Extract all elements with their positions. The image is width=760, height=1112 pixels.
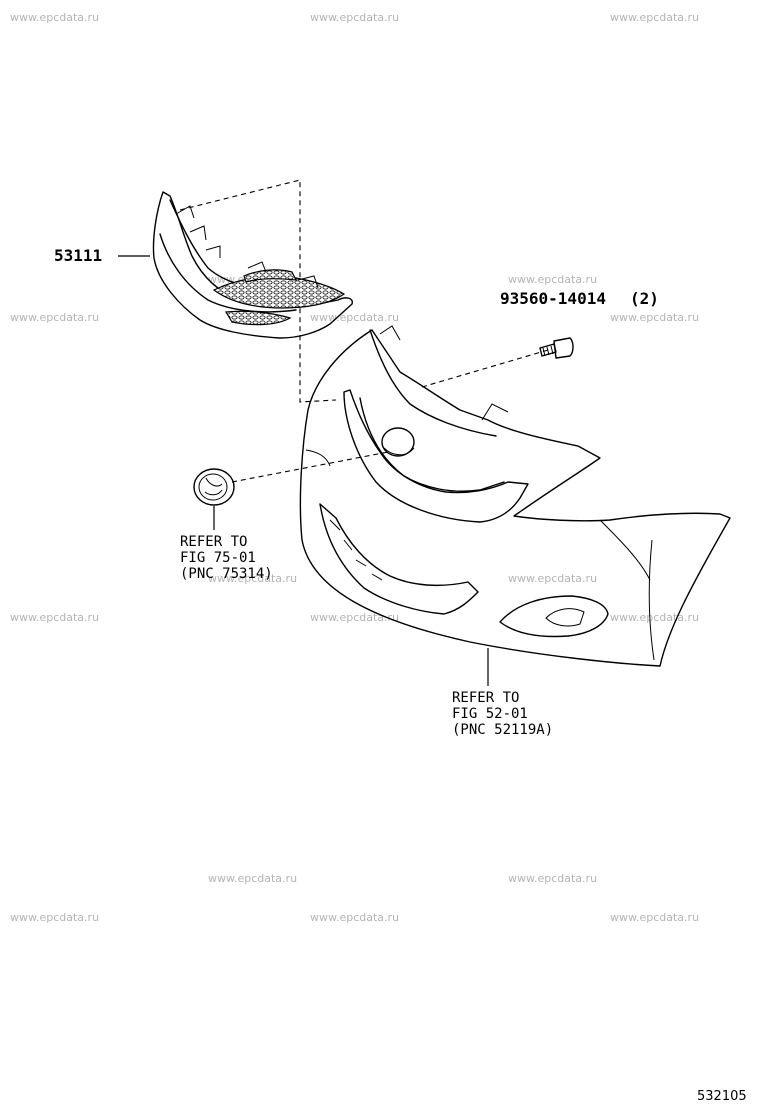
reference-line: (PNC 52119A) [452, 722, 553, 738]
part-number-grille: 53111 [54, 246, 102, 265]
radiator-grille-drawing [152, 191, 353, 339]
watermark-text: www.epcdata.ru [610, 11, 699, 24]
watermark-text: www.epcdata.ru [508, 273, 597, 286]
screw-drawing [539, 337, 574, 359]
leader-lines [118, 255, 489, 686]
watermark-text: www.epcdata.ru [310, 11, 399, 24]
reference-line: FIG 75-01 [180, 550, 256, 566]
watermark-text: www.epcdata.ru [310, 911, 399, 924]
reference-line: REFER TO [180, 534, 247, 550]
figure-number: 532105 [697, 1089, 747, 1104]
watermark-text: www.epcdata.ru [10, 611, 99, 624]
watermark-text: www.epcdata.ru [208, 872, 297, 885]
watermark-text: www.epcdata.ru [310, 611, 399, 624]
emblem-drawing [193, 468, 235, 506]
reference-emblem: REFER TO FIG 75-01 (PNC 75314) [180, 534, 273, 582]
reference-line: FIG 52-01 [452, 706, 528, 722]
watermark-text: www.epcdata.ru [508, 872, 597, 885]
part-number-screw: 93560-14014 [500, 289, 606, 308]
front-bumper-drawing [299, 325, 731, 667]
watermark-text: www.epcdata.ru [610, 611, 699, 624]
watermarks: www.epcdata.ru www.epcdata.ru www.epcdat… [10, 11, 699, 924]
assembly-lines [179, 179, 549, 483]
part-quantity-screw: (2) [630, 289, 659, 308]
reference-bumper: REFER TO FIG 52-01 (PNC 52119A) [452, 690, 553, 738]
watermark-text: www.epcdata.ru [610, 911, 699, 924]
reference-line: REFER TO [452, 690, 519, 706]
watermark-text: www.epcdata.ru [10, 11, 99, 24]
watermark-text: www.epcdata.ru [10, 311, 99, 324]
watermark-text: www.epcdata.ru [610, 311, 699, 324]
watermark-text: www.epcdata.ru [310, 311, 399, 324]
watermark-text: www.epcdata.ru [10, 911, 99, 924]
watermark-text: www.epcdata.ru [508, 572, 597, 585]
watermark-text: www.epcdata.ru [208, 572, 297, 585]
reference-line: (PNC 75314) [180, 566, 273, 582]
